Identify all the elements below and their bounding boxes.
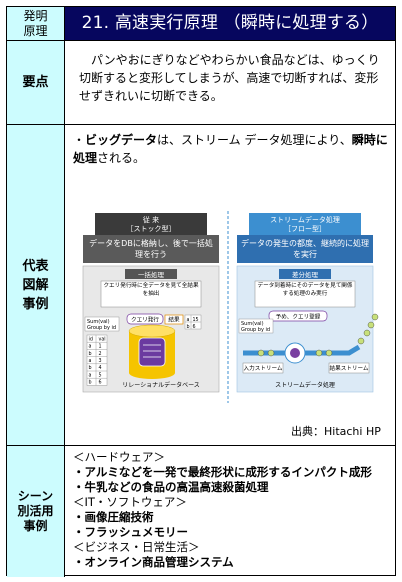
input-table-header: id xyxy=(89,336,93,342)
input-table-cell: 5 xyxy=(99,372,102,378)
input-table-header: val xyxy=(99,336,106,342)
left-result-label: 結果 xyxy=(168,316,180,324)
right-input-box xyxy=(242,362,284,374)
input-table-frame xyxy=(86,334,108,386)
input-table-cell: 4 xyxy=(99,365,102,371)
scene-list: ＜ハードウェア＞・アルミなどを一発で最終形状に成形するインパクト成形・牛乳などの… xyxy=(65,446,395,577)
point-row: 要点 パンやおにぎりなどやわらかい食品などは、ゆっくり切断すると変形してしまうが… xyxy=(7,41,395,125)
bullet-end: される。 xyxy=(97,151,146,165)
input-table-cell: a xyxy=(89,345,92,350)
figure-credit: 出典：Hitachi HP xyxy=(291,425,381,438)
left-title-box xyxy=(95,213,207,235)
bullet-bold-instant: 瞬時に処理 xyxy=(73,133,388,165)
scene-label: シーン 別活用 事例 xyxy=(7,446,65,577)
scene-category: ＜ハードウェア＞ xyxy=(73,450,165,464)
stream-pipeline xyxy=(243,313,379,364)
scene-label-line1: シーン xyxy=(17,489,54,503)
left-title2: ［ストック型］ xyxy=(127,224,176,233)
database-icon xyxy=(128,324,176,379)
right-title1: ストリームデータ処理 xyxy=(270,215,340,224)
figure-content: ・ビッグデータは、ストリーム データ処理により、瞬時に処理される。 従 来 ［ス… xyxy=(65,125,395,445)
right-input-label: 入力ストリーム xyxy=(244,364,283,372)
right-proc-desc-box xyxy=(254,280,356,308)
right-title2: ［フロー型］ xyxy=(284,224,326,233)
input-table-cell: a xyxy=(89,359,92,364)
scene-label-line2: 別活用 xyxy=(17,504,54,518)
result-a-id: a xyxy=(187,318,190,323)
result-table: a 15 b 6 xyxy=(184,314,202,330)
input-table-cell: b xyxy=(89,380,92,386)
header-label: 発明 原理 xyxy=(7,7,65,40)
left-sum: Sum(val) xyxy=(87,319,110,325)
right-output-label: 結果ストリーム xyxy=(330,364,369,372)
invention-sheet: 発明 原理 21. 高速実行原理 （瞬時に処理する） 要点 パンやおにぎりなどや… xyxy=(6,6,396,577)
stream-processing-diagram: 従 来 ［ストック型］ データをDBに格納し、後で一括処理を行う 一括処理 クエ… xyxy=(82,211,379,403)
right-output-box xyxy=(328,362,370,374)
right-proc-desc: データ到着時にそのデータを見て関係する処理のみ実行 xyxy=(257,283,353,297)
bullet-mid: は、ストリーム データ処理により、 xyxy=(157,133,352,147)
result-b-id: b xyxy=(187,324,190,330)
point-text: パンやおにぎりなどやわらかい食品などは、ゆっくり切断すると変形してしまうが、高速… xyxy=(79,53,380,103)
input-table-cell: 3 xyxy=(99,358,102,364)
header-label-line1: 発明 xyxy=(23,8,48,23)
page-title: 21. 高速実行原理 （瞬時に処理する） xyxy=(65,7,395,40)
bullet-prefix: ・ xyxy=(73,133,86,147)
left-result-box xyxy=(164,314,184,325)
left-query-label: クエリ発行 xyxy=(131,316,159,324)
scene-item: ・オンライン商品管理システム xyxy=(73,555,234,569)
left-main-box xyxy=(83,235,219,263)
left-title1: 従 来 xyxy=(143,215,159,224)
header-row: 発明 原理 21. 高速実行原理 （瞬時に処理する） xyxy=(7,7,395,41)
right-caption: ストリームデータ処理 xyxy=(275,381,335,389)
right-reg-box xyxy=(268,310,328,322)
right-proc-tag xyxy=(279,269,331,279)
right-group: Group by id xyxy=(241,327,270,333)
scene-row: シーン 別活用 事例 ＜ハードウェア＞・アルミなどを一発で最終形状に成形するイン… xyxy=(7,446,395,577)
figure-row: 代表 図解 事例 ・ビッグデータは、ストリーム データ処理により、瞬時に処理され… xyxy=(7,125,395,446)
point-label: 要点 xyxy=(7,41,65,124)
scene-item: ・アルミなどを一発で最終形状に成形するインパクト成形 xyxy=(73,465,372,479)
right-sum-box xyxy=(238,318,274,334)
figure-label-line1: 代表 xyxy=(22,258,49,274)
scene-item: ・牛乳などの食品の高温高速殺菌処理 xyxy=(73,480,269,494)
input-table-cell: b xyxy=(89,351,92,357)
bullet-bold-bigdata: ビッグデータ xyxy=(85,133,158,147)
right-reg-label: 予め、クエリ登録 xyxy=(276,313,321,321)
left-sum-box xyxy=(84,316,120,332)
figure-bullet: ・ビッグデータは、ストリーム データ処理により、瞬時に処理される。 xyxy=(73,131,391,167)
figure-label: 代表 図解 事例 xyxy=(7,125,65,445)
result-b-val: 6 xyxy=(193,324,196,330)
scene-category: ＜ビジネス・日常生活＞ xyxy=(73,540,200,554)
right-main-text: データの発生の都度、継続的に処理を実行 xyxy=(241,239,369,259)
header-label-line2: 原理 xyxy=(23,23,48,38)
scene-item: ・画像圧縮技術 xyxy=(73,510,154,524)
left-proc-desc-box xyxy=(100,280,202,308)
left-group: Group by id xyxy=(87,325,116,331)
left-proc-label: 一括処理 xyxy=(138,270,165,279)
figure-label-line2: 図解 xyxy=(22,277,49,293)
scene-label-line3: 事例 xyxy=(23,519,48,533)
left-query-box xyxy=(126,313,164,325)
left-main-text: データをDBに格納し、後で一括処理を行う xyxy=(89,239,213,259)
left-db-label: リレーショナルデータベース xyxy=(122,381,200,389)
input-table-cell: 1 xyxy=(99,344,102,350)
right-sum: Sum(val) xyxy=(241,321,264,327)
input-table-cell: a xyxy=(89,373,92,378)
right-proc-label: 差分処理 xyxy=(292,270,319,279)
left-proc-tag xyxy=(125,269,177,279)
figure-label-line3: 事例 xyxy=(22,296,49,312)
scene-item: ・フラッシュメモリー xyxy=(73,525,188,539)
scene-category: ＜IT・ソフトウェア＞ xyxy=(73,495,187,509)
right-title-box xyxy=(249,213,361,235)
input-table-cell: 2 xyxy=(99,351,102,357)
right-main-box xyxy=(237,235,373,263)
input-table-cell: 6 xyxy=(99,380,102,386)
input-table-cell: b xyxy=(89,365,92,371)
result-a-val: 15 xyxy=(193,317,199,323)
left-proc-desc: クエリ発行時に全データを見て全結果を抽出 xyxy=(103,283,199,297)
